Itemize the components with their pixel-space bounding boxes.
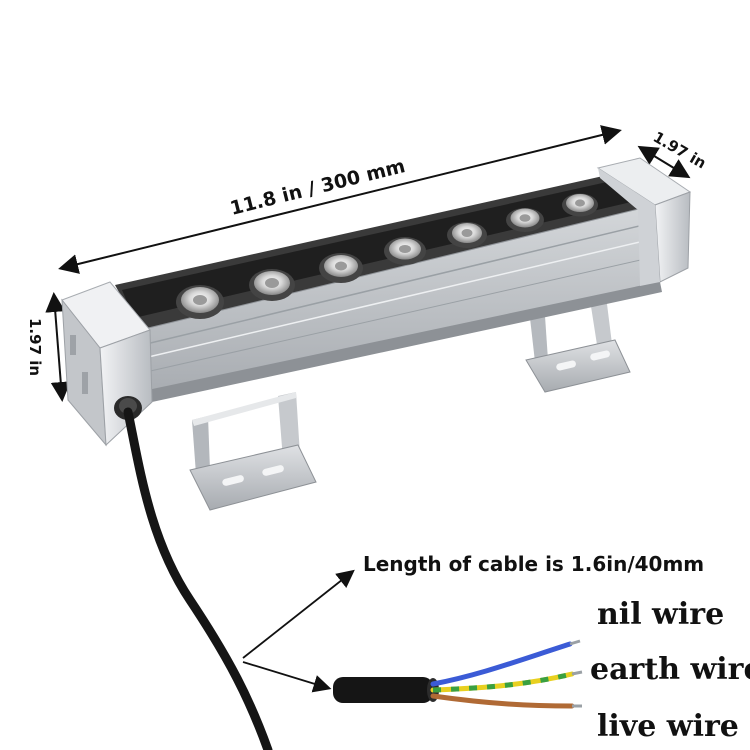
earth-wire-label: earth wire [590,652,750,687]
length-dimension-line [58,125,622,274]
live-wire-label: live wire [597,709,739,744]
end-cap-right [596,157,692,286]
width-dimension-label: 1.97 in [650,128,709,173]
nil-wire [430,641,573,687]
led-lens [384,237,426,265]
led-lens [506,208,544,232]
nil-wire-label: nil wire [597,597,724,632]
cable-annotation-arrow-up [242,569,355,659]
led-lens [249,269,295,301]
length-dimension-label: 11.8 in / 300 mm [228,155,408,220]
height-dimension-label: 1.97 in [26,318,44,376]
led-lens [176,285,224,319]
mounting-bracket-left [189,392,317,511]
live-wire [430,693,575,709]
led-array [176,193,598,319]
cable-length-label: Length of cable is 1.6in/40mm [363,552,704,576]
cable-annotation-arrow-right [242,661,332,693]
led-lens [447,222,487,248]
power-cable [123,407,273,750]
width-dimension-line [637,145,691,179]
led-lens [562,193,598,217]
mounting-bracket-right [525,296,631,393]
height-dimension-line [45,292,71,402]
cable-jacket [333,677,433,703]
led-lens [319,253,363,283]
cable-wires-detail [333,639,583,709]
end-cap-left [61,281,153,447]
